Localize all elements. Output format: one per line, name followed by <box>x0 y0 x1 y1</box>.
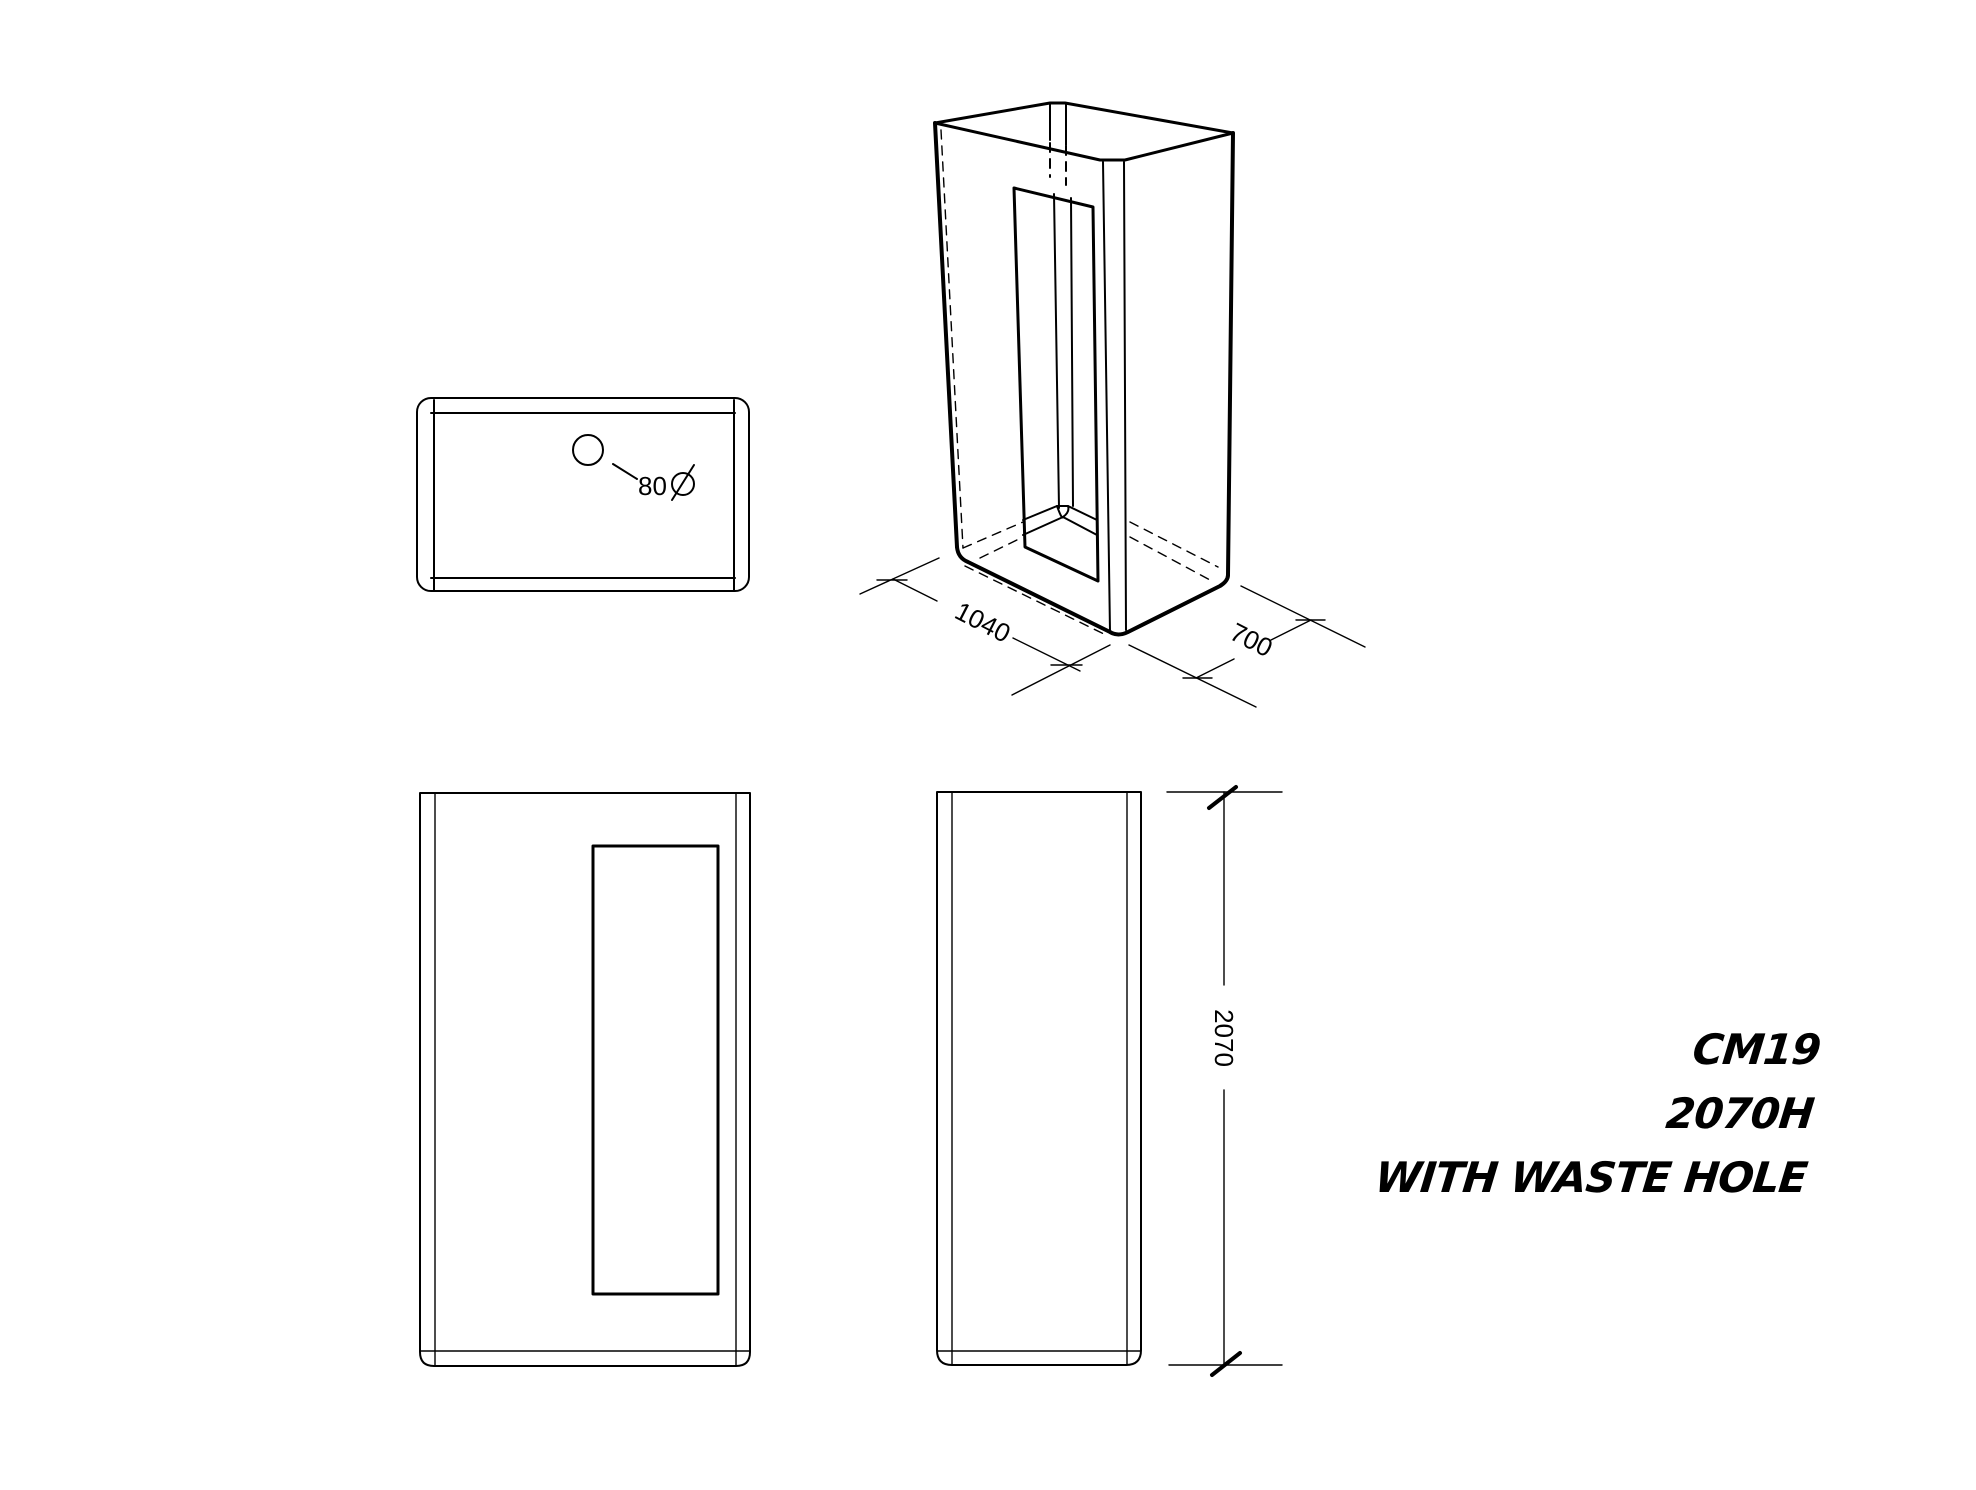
hole-leader-line <box>612 463 638 480</box>
diameter-symbol-icon <box>671 464 695 501</box>
hole-diameter-label: 80 <box>638 471 667 501</box>
title-block: CM19 2070H WITH WASTE HOLE <box>1372 1018 1823 1210</box>
isometric-view <box>933 101 1235 637</box>
width-dimension-label: 1040 <box>950 596 1015 649</box>
model-code: CM19 <box>1690 1025 1823 1074</box>
depth-dimension-label: 700 <box>1225 617 1277 663</box>
depth-dimension: 700 <box>1128 585 1366 708</box>
side-view <box>936 791 1142 1366</box>
waste-hole-note: WITH WASTE HOLE <box>1372 1153 1809 1202</box>
height-spec: 2070H <box>1663 1089 1816 1138</box>
width-dimension: 1040 <box>859 557 1111 696</box>
top-view: 80 <box>416 397 750 592</box>
height-dimension: 2070 <box>1166 785 1283 1377</box>
front-window <box>591 844 720 1296</box>
height-dimension-label: 2070 <box>1209 1009 1239 1067</box>
waste-hole-circle <box>572 434 604 466</box>
front-view <box>419 792 751 1367</box>
